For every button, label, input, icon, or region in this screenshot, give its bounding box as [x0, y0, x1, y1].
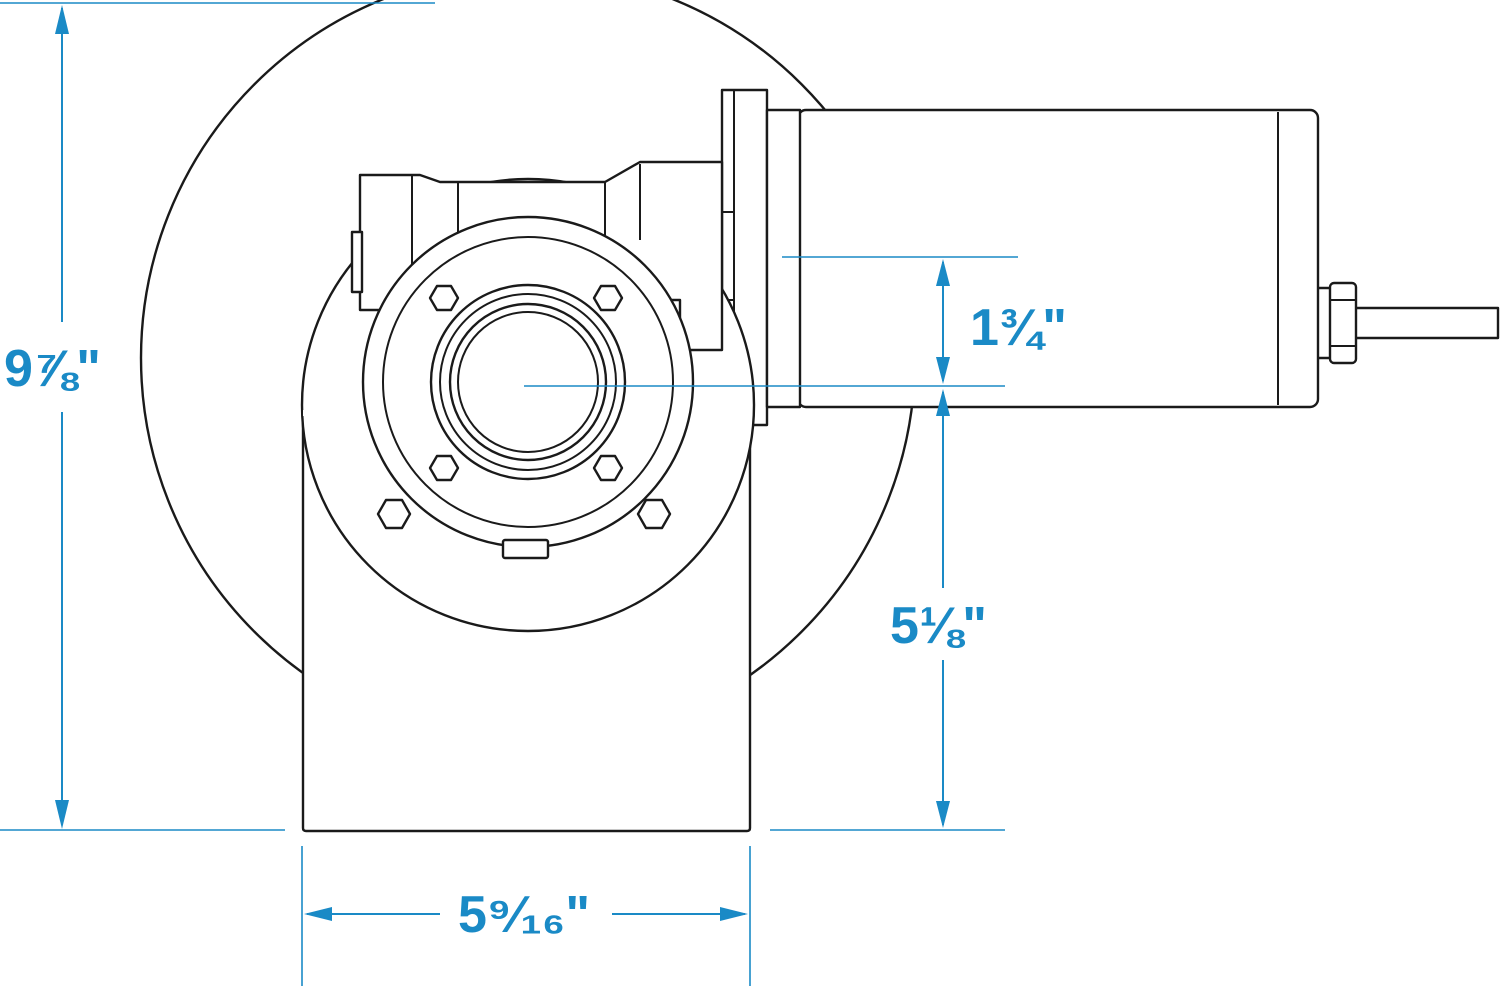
dimension-annotations: 9⅞" 1¾" 5⅛" 5⁹⁄₁₆" [0, 2, 1067, 986]
shaft-height-label: 5⅛" [890, 597, 987, 655]
bolt-hex-icon [592, 284, 624, 312]
bolt-hex-icon [428, 454, 460, 482]
shaft-offset-label: 1¾" [970, 299, 1067, 357]
overall-height-label: 9⅞" [4, 340, 101, 398]
windlass-outline [139, 0, 1500, 833]
bolt-hex-icon [428, 284, 460, 312]
shaft-flange [361, 215, 695, 549]
bolt-hex-icon [376, 498, 412, 530]
motor-cable [1353, 306, 1500, 340]
cable-gland [1315, 281, 1358, 365]
bolt-hex-icon [636, 498, 672, 530]
base-width-label: 5⁹⁄₁₆" [458, 886, 590, 944]
motor-body [796, 108, 1320, 409]
drain-tab [501, 538, 550, 560]
bolt-hex-icon [592, 454, 624, 482]
flange-bolts [376, 284, 672, 530]
